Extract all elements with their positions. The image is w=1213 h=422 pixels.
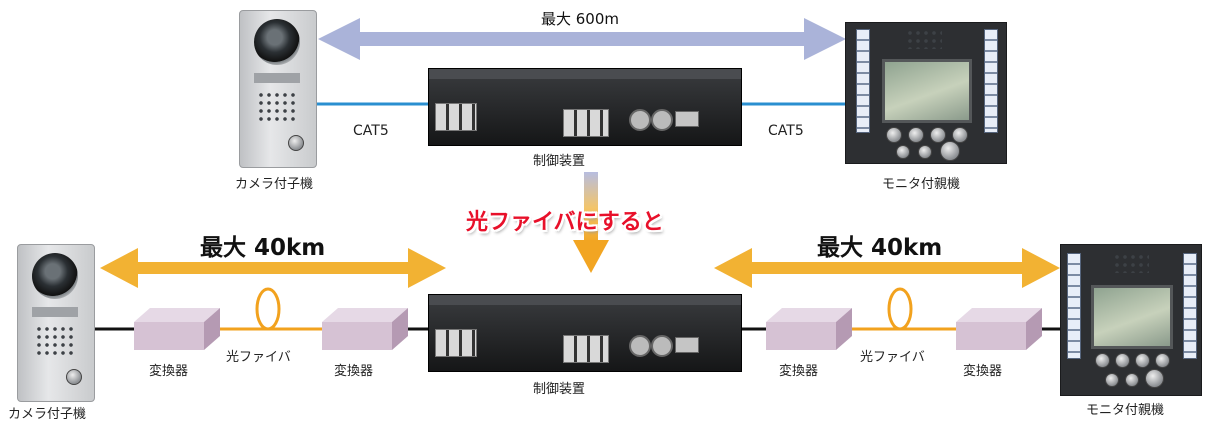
fiber-loop-icon <box>255 287 281 331</box>
monitor-screen <box>882 59 972 123</box>
port-block <box>563 335 609 363</box>
speaker-grill <box>35 325 77 359</box>
distance-label-bottom-right: 最大 40km <box>817 235 943 261</box>
controller-icon <box>428 68 742 146</box>
distance-label-top: 最大 600m <box>541 10 620 28</box>
port-block <box>435 329 477 357</box>
monitor-screen <box>1091 285 1173 349</box>
name-plate <box>32 307 78 317</box>
port-block <box>563 109 609 137</box>
converter-label: 変換器 <box>963 364 1003 379</box>
fiber-label: 光ファイバ <box>226 350 291 365</box>
door-camera-icon <box>17 244 95 402</box>
monitor-intercom-icon <box>845 22 1007 164</box>
fiber-loop-icon <box>887 287 913 331</box>
port-block <box>435 103 477 131</box>
fiber-label: 光ファイバ <box>860 350 925 365</box>
converter-label: 変換器 <box>149 364 189 379</box>
converter-box-icon <box>956 308 1042 350</box>
device-label-monitor-bottom: モニタ付親機 <box>1086 403 1165 418</box>
left-button-column <box>1067 253 1081 359</box>
controller-icon <box>428 294 742 372</box>
transition-headline: 光ファイバにすると <box>466 210 664 235</box>
distance-arrow-bottom-right <box>714 248 1060 288</box>
speaker-grill <box>257 91 299 125</box>
left-button-column <box>856 29 870 133</box>
converter-box-icon <box>766 308 852 350</box>
converter-label: 変換器 <box>334 364 374 379</box>
distance-label-bottom-left: 最大 40km <box>200 235 326 261</box>
device-label-controller-bottom: 制御装置 <box>533 382 586 397</box>
device-label-monitor-top: モニタ付親機 <box>882 177 961 192</box>
right-button-column <box>984 29 998 133</box>
device-label-controller-top: 制御装置 <box>533 154 586 169</box>
distance-arrow-bottom-left <box>100 248 446 288</box>
door-camera-icon <box>239 10 317 168</box>
converter-box-icon <box>322 308 408 350</box>
transition-arrow <box>573 172 609 273</box>
device-label-camera-bottom: カメラ付子機 <box>8 407 87 422</box>
cable-label-left: CAT5 <box>353 123 389 139</box>
camera-lens <box>254 19 300 65</box>
call-button <box>288 135 304 151</box>
distance-arrow-top <box>318 18 846 60</box>
call-button <box>66 369 82 385</box>
device-label-camera-top: カメラ付子機 <box>235 177 314 192</box>
name-plate <box>254 73 300 83</box>
right-button-column <box>1183 253 1197 359</box>
cable-label-right: CAT5 <box>768 123 804 139</box>
monitor-intercom-icon <box>1060 244 1202 396</box>
camera-lens <box>32 253 78 299</box>
converter-label: 変換器 <box>779 364 819 379</box>
converter-box-icon <box>134 308 220 350</box>
